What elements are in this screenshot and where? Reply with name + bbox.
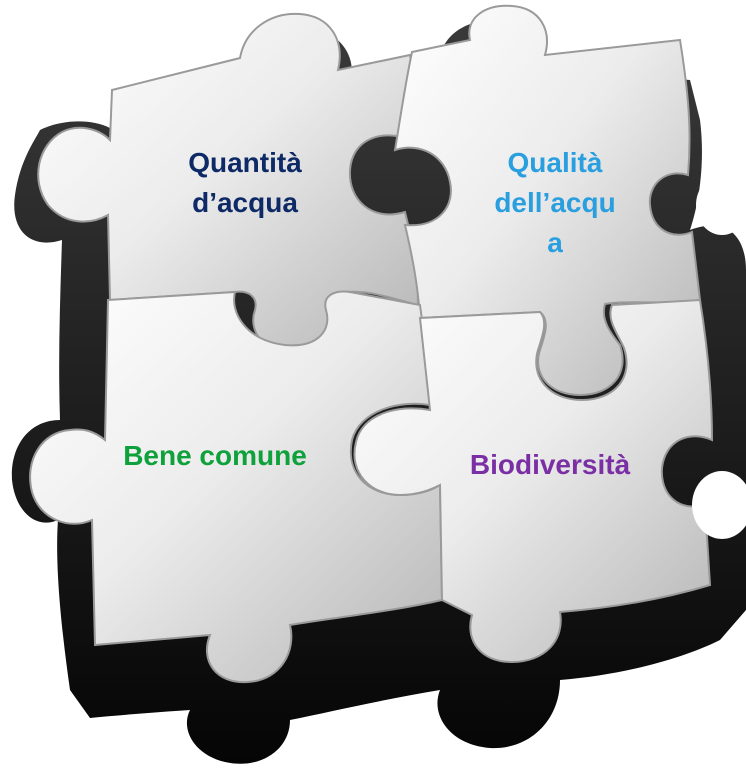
- puzzle-hole: [692, 471, 746, 539]
- puzzle-piece-top-right: [393, 4, 702, 397]
- piece-label-bottom-left: Bene comune: [123, 440, 307, 471]
- piece-label-top-right: Qualità dell’acqu a: [494, 147, 616, 258]
- piece-label-bottom-right: Biodiversità: [469, 449, 631, 480]
- puzzle-hole-upper: [696, 175, 746, 235]
- piece-label-top-left: Quantità d’acqua: [188, 147, 302, 218]
